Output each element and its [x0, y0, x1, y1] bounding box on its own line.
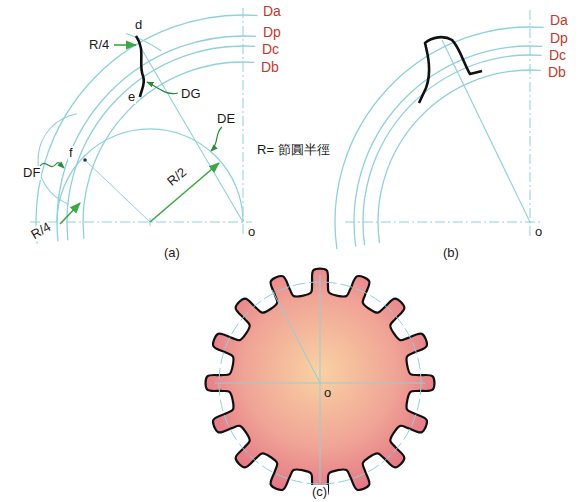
point-label: f: [68, 146, 74, 160]
panel-b-tooth: [335, 10, 544, 249]
pitch-circle: [57, 36, 256, 241]
panel-label: (c): [311, 485, 328, 499]
center-line: [530, 10, 531, 236]
diameter-label: Da: [262, 4, 282, 19]
quarter-radius-arc: [38, 114, 77, 204]
diameter-label: Dp: [262, 25, 282, 40]
radial-line: [141, 48, 243, 222]
center-label: o: [534, 225, 543, 239]
point-label: d: [134, 18, 143, 32]
radius-arrow: [150, 163, 219, 222]
pitch-circle: [354, 46, 542, 246]
addendum-circle: [36, 15, 257, 244]
diameter-label: Dc: [261, 42, 280, 57]
radius-label: R/4: [28, 219, 54, 242]
radius-arrow: [114, 44, 136, 46]
panel-a-construction: [30, 8, 257, 244]
leader-line: [147, 82, 178, 94]
radius-label: R/2: [164, 165, 190, 190]
gear-body: [206, 269, 435, 498]
panel-label: (b): [442, 246, 460, 260]
dedendum-circle: [363, 55, 542, 245]
callout-label: DF: [22, 166, 41, 180]
diameter-label: Db: [547, 65, 567, 80]
diameter-label: Dp: [549, 31, 569, 46]
diameter-label: Db: [260, 60, 280, 75]
center-line: [345, 222, 540, 223]
radial-line: [442, 40, 530, 222]
point-f: [83, 158, 87, 162]
construction-line: [85, 160, 150, 222]
leader-line: [40, 163, 64, 168]
callout-label: DE: [216, 112, 236, 126]
note: R= 節圓半徑: [256, 143, 331, 157]
profile-arc: [126, 34, 161, 52]
tooth-outline: [419, 37, 482, 103]
callout-label: DG: [180, 87, 202, 101]
radius-arrow: [60, 203, 80, 224]
panel-c-gear: [206, 269, 435, 498]
radius-label: R/4: [88, 38, 110, 52]
diameter-label: Da: [549, 13, 569, 28]
point-label: e: [127, 90, 136, 104]
center-label: o: [247, 225, 256, 239]
radial-line: [272, 290, 320, 383]
center-line: [243, 8, 244, 236]
center-label: o: [323, 386, 332, 400]
base-circle: [83, 62, 254, 239]
panel-label: (a): [163, 246, 181, 260]
base-circle: [378, 70, 541, 243]
addendum-circle: [335, 27, 544, 249]
tooth-profile: [136, 36, 144, 97]
leader-line: [211, 127, 222, 151]
diameter-label: Dc: [548, 48, 567, 63]
dedendum-circle: [67, 46, 255, 240]
